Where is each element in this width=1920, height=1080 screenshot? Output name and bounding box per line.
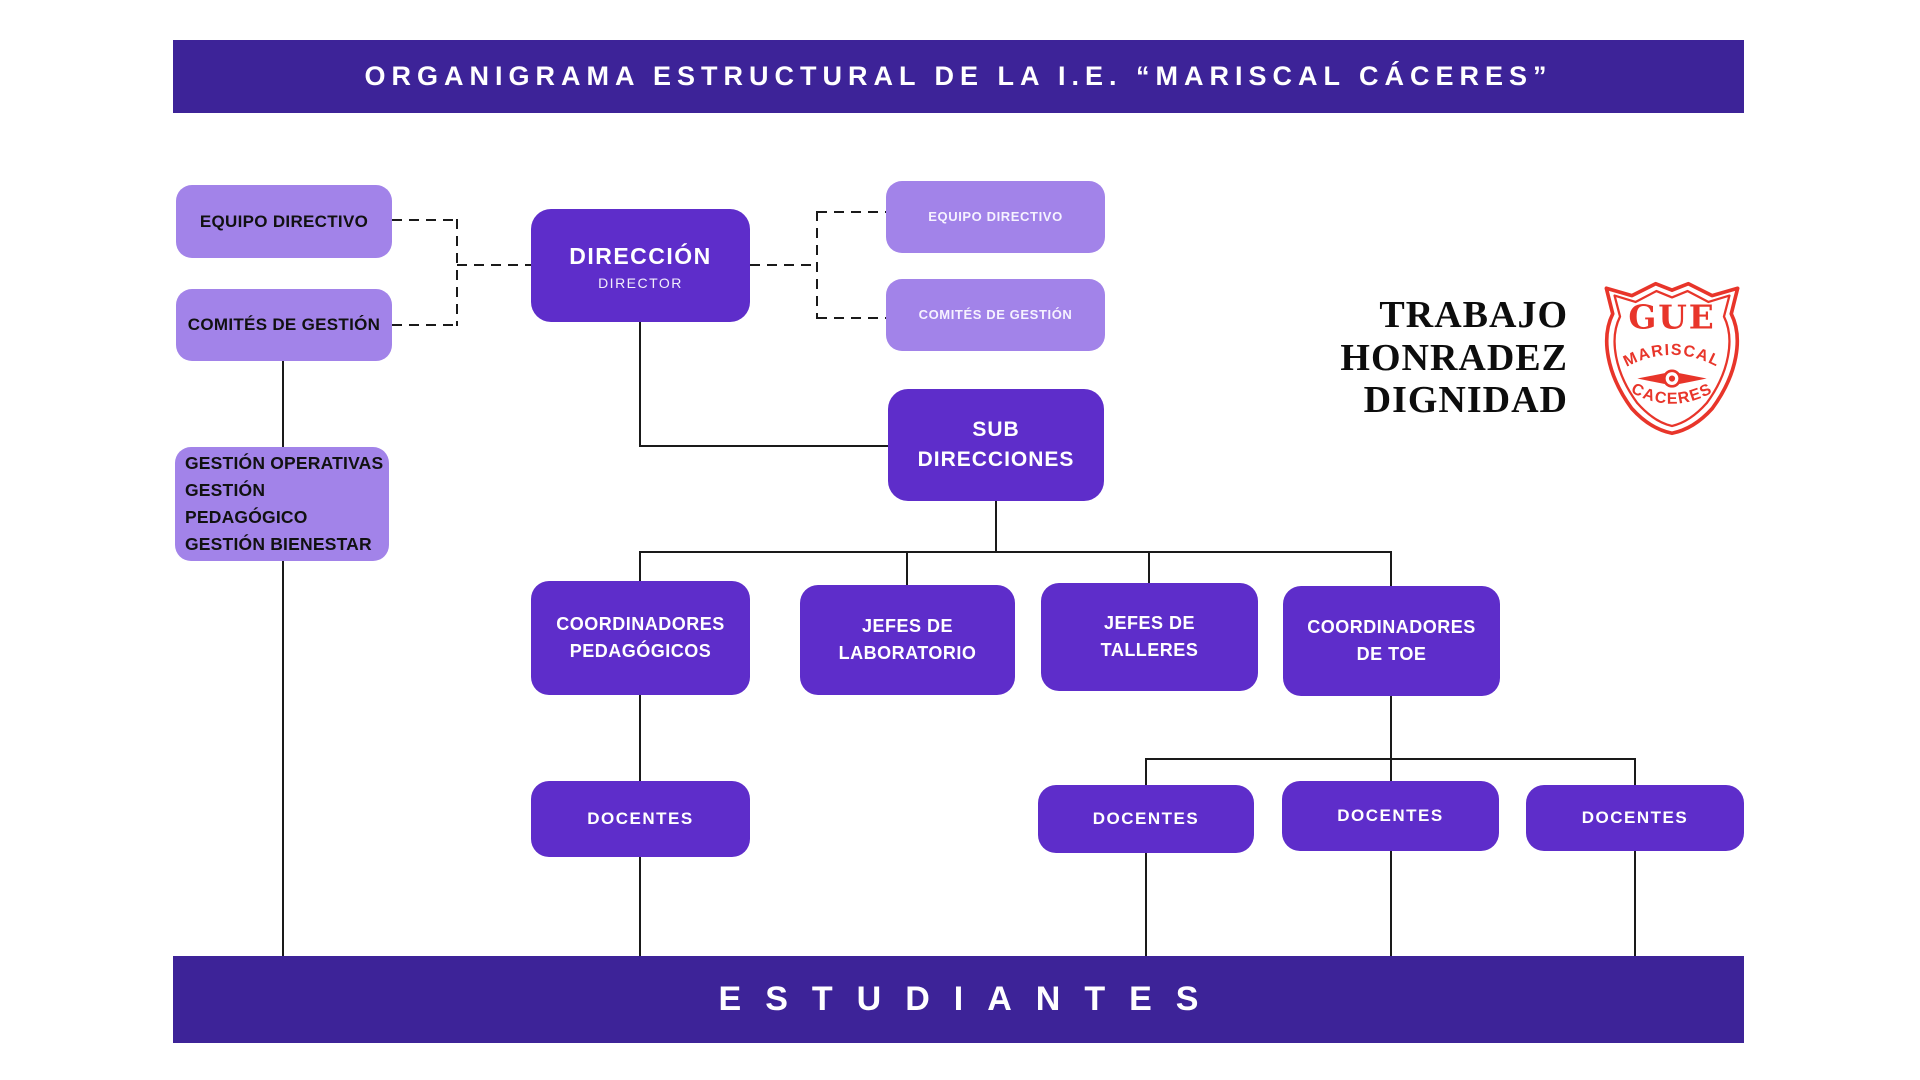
node-comites-gestion-right: COMITÉS DE GESTIÓN: [886, 279, 1105, 351]
node-docentes-pedagogicos: DOCENTES: [531, 781, 750, 857]
connector-drop-jefes-laboratorio: [906, 551, 908, 586]
gestion-line-bienestar: GESTIÓN BIENESTAR: [185, 534, 372, 555]
estudiantes-bar: ESTUDIANTES: [173, 956, 1744, 1043]
node-equipo-directivo-right: EQUIPO DIRECTIVO: [886, 181, 1105, 253]
node-coordinadores-pedagogicos: COORDINADORES PEDAGÓGICOS: [531, 581, 750, 695]
node-equipo-directivo-right-label: EQUIPO DIRECTIVO: [928, 208, 1063, 224]
estudiantes-label: ESTUDIANTES: [718, 980, 1223, 1018]
connector-drop-coordinadores-toe: [1390, 551, 1392, 587]
node-sub-direcciones: SUB DIRECCIONES: [888, 389, 1104, 501]
node-comites-gestion-left: COMITÉS DE GESTIÓN: [176, 289, 392, 361]
title-bar: ORGANIGRAMA ESTRUCTURAL DE LA I.E. “MARI…: [173, 40, 1744, 113]
connector-direccion-subdirecciones: [639, 445, 888, 447]
dashed-left-vertical: [456, 219, 458, 326]
dashed-right-vertical: [816, 211, 818, 319]
connector-direccion-down: [639, 322, 641, 446]
dashed-equipo-right: [817, 211, 886, 213]
school-shield-logo: GUE MARISCAL CACERES: [1598, 281, 1746, 436]
node-comites-gestion-right-label: COMITÉS DE GESTIÓN: [918, 306, 1073, 322]
dashed-comites-left: [392, 324, 458, 326]
connector-toe-down: [1390, 696, 1392, 758]
connector-gestion-estudiantes: [282, 561, 284, 956]
gestion-line-operativas: GESTIÓN OPERATIVAS: [185, 452, 384, 473]
connector-drop-jefes-talleres: [1148, 551, 1150, 584]
motto-line-dignidad: DIGNIDAD: [1363, 379, 1568, 422]
node-equipo-directivo-left-label: EQUIPO DIRECTIVO: [199, 211, 369, 231]
node-jefes-talleres: JEFES DE TALLERES: [1041, 583, 1258, 691]
connector-docentes4-estudiantes: [1634, 851, 1636, 956]
node-docentes-toe-2-label: DOCENTES: [1337, 806, 1444, 826]
connector-drop-docentes4: [1634, 758, 1636, 785]
dashed-comites-right: [817, 317, 886, 319]
node-docentes-toe-3: DOCENTES: [1526, 785, 1744, 851]
node-gestion: GESTIÓN OPERATIVAS GESTIÓN PEDAGÓGICO GE…: [175, 447, 389, 561]
node-docentes-toe-3-label: DOCENTES: [1581, 808, 1689, 828]
connector-comites-gestion: [282, 361, 284, 447]
motto-line-honradez: HONRADEZ: [1340, 336, 1568, 379]
node-equipo-directivo-left: EQUIPO DIRECTIVO: [176, 185, 392, 258]
node-comites-gestion-left-label: COMITÉS DE GESTIÓN: [187, 315, 381, 335]
node-jefes-talleres-label: JEFES DE TALLERES: [1100, 613, 1199, 660]
svg-text:CACERES: CACERES: [1629, 380, 1716, 407]
dashed-into-direccion-left: [457, 264, 531, 266]
node-docentes-pedagogicos-label: DOCENTES: [587, 809, 694, 829]
logo-name-bottom: CACERES: [1629, 380, 1715, 407]
logo-acronym: GUE: [1628, 297, 1715, 336]
logo-wings-emblem: [1637, 369, 1707, 388]
connector-drop-docentes2: [1145, 758, 1147, 785]
connector-docentes3-estudiantes: [1390, 851, 1392, 956]
motto-line-trabajo: TRABAJO: [1379, 294, 1568, 336]
connector-drop-docentes3: [1390, 758, 1392, 783]
shield-icon: GUE MARISCAL CACERES: [1604, 281, 1740, 436]
connector-subdirecciones-down: [995, 501, 997, 552]
node-coordinadores-toe: COORDINADORES DE TOE: [1283, 586, 1500, 696]
node-coordinadores-toe-label: COORDINADORES DE TOE: [1307, 617, 1476, 664]
node-coordinadores-pedagogicos-label: COORDINADORES PEDAGÓGICOS: [556, 614, 725, 661]
node-direccion-label: DIRECCIÓN: [569, 242, 712, 269]
node-jefes-laboratorio-label: JEFES DE LABORATORIO: [838, 616, 977, 663]
node-docentes-toe-1-label: DOCENTES: [1092, 809, 1200, 829]
gestion-line-pedagogico: GESTIÓN PEDAGÓGICO: [185, 479, 308, 527]
connector-docentes1-estudiantes: [639, 857, 641, 956]
node-jefes-laboratorio: JEFES DE LABORATORIO: [800, 585, 1015, 695]
dashed-out-direccion-right: [750, 264, 818, 266]
node-sub-direcciones-label: SUB DIRECCIONES: [917, 417, 1075, 471]
node-direccion-sublabel: DIRECTOR: [598, 275, 683, 292]
school-motto: TRABAJO HONRADEZ DIGNIDAD: [1340, 294, 1568, 422]
connector-subdirecciones-branch: [639, 551, 1391, 553]
connector-drop-coordinadores-pedagogicos: [639, 551, 641, 582]
node-docentes-toe-2: DOCENTES: [1282, 781, 1499, 851]
dashed-equipo-left: [392, 219, 458, 221]
connector-pedagogicos-docentes: [639, 695, 641, 781]
logo-name-top: MARISCAL: [1621, 342, 1722, 371]
node-direccion: DIRECCIÓN DIRECTOR: [531, 209, 750, 322]
page-title: ORGANIGRAMA ESTRUCTURAL DE LA I.E. “MARI…: [364, 61, 1553, 91]
node-docentes-toe-1: DOCENTES: [1038, 785, 1254, 853]
svg-text:MARISCAL: MARISCAL: [1621, 342, 1723, 371]
connector-docentes2-estudiantes: [1145, 853, 1147, 956]
